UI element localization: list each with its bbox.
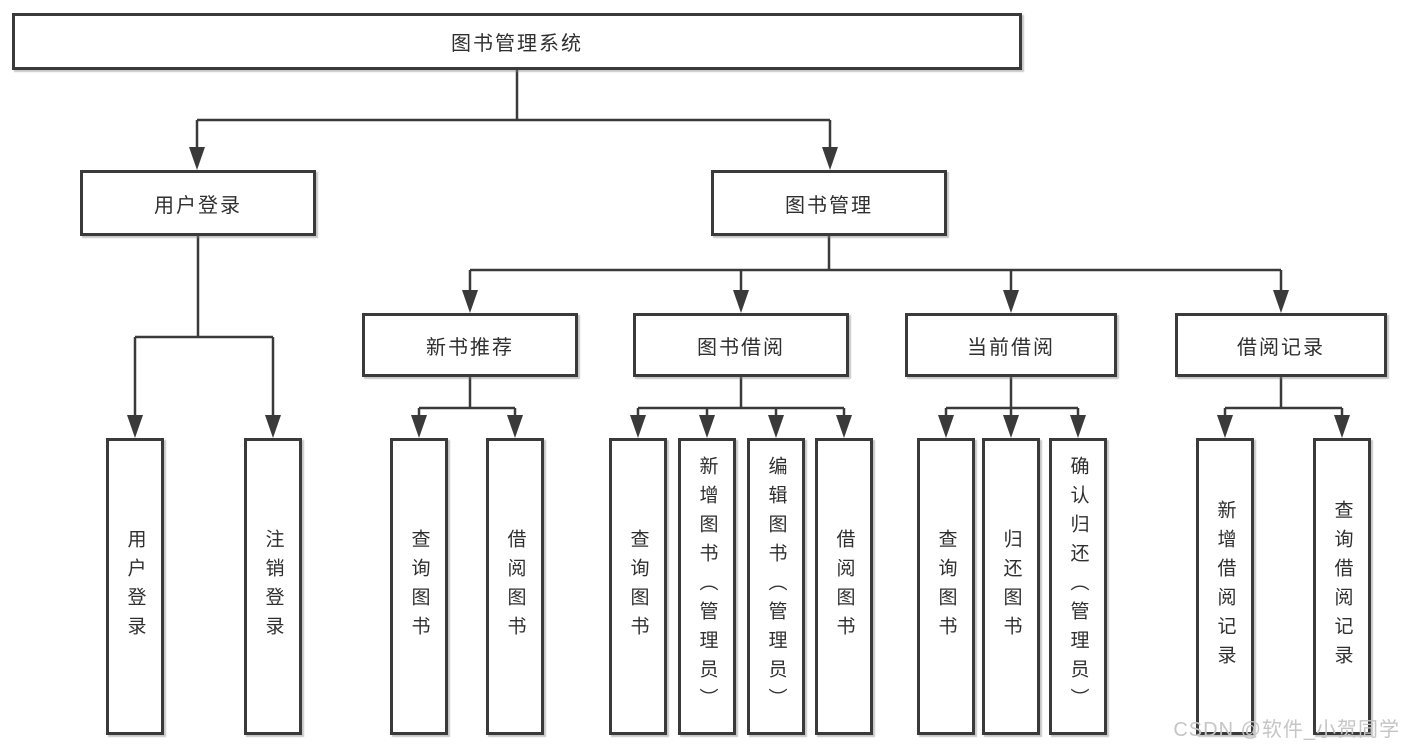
leaf-query-books-current: 查询图书 bbox=[917, 438, 975, 735]
leaf-add-borrow-record: 新增借阅记录 bbox=[1196, 438, 1254, 735]
node-borrow-records: 借阅记录 bbox=[1175, 313, 1387, 377]
leaf-query-borrow-record: 查询借阅记录 bbox=[1313, 438, 1371, 735]
leaf-query-books-borrowing: 查询图书 bbox=[609, 438, 667, 735]
node-library-management-system: 图书管理系统 bbox=[12, 13, 1022, 70]
leaf-logout: 注销登录 bbox=[244, 438, 302, 735]
leaf-edit-books-admin: 编辑图书（管理员） bbox=[747, 438, 805, 735]
leaf-borrow-books-recommend: 借阅图书 bbox=[486, 438, 544, 735]
leaf-query-books-recommend: 查询图书 bbox=[390, 438, 448, 735]
node-new-book-recommend: 新书推荐 bbox=[362, 313, 578, 377]
node-user-login: 用户登录 bbox=[80, 170, 316, 236]
node-book-management: 图书管理 bbox=[711, 170, 947, 236]
leaf-return-books: 归还图书 bbox=[982, 438, 1040, 735]
node-current-borrowing: 当前借阅 bbox=[905, 313, 1117, 377]
leaf-confirm-return-admin: 确认归还（管理员） bbox=[1049, 438, 1107, 735]
leaf-user-login: 用户登录 bbox=[106, 438, 164, 735]
node-book-borrowing: 图书借阅 bbox=[633, 313, 849, 377]
leaf-borrow-books: 借阅图书 bbox=[815, 438, 873, 735]
csdn-watermark: CSDN @软件_小贺同学 bbox=[1173, 719, 1400, 741]
leaf-add-books-admin: 新增图书（管理员） bbox=[678, 438, 736, 735]
